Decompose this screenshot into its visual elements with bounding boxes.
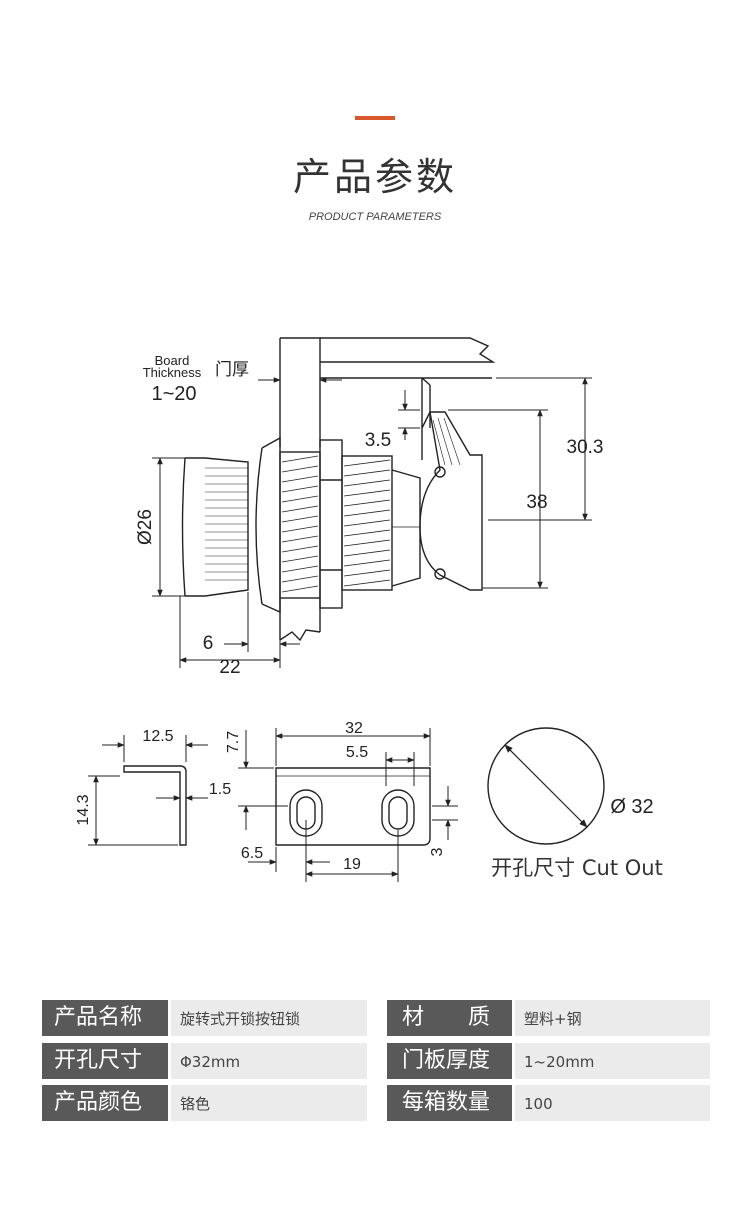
page-title: 产品参数 bbox=[292, 155, 457, 199]
title-accent-bar bbox=[355, 116, 395, 120]
board-label-cn: 门厚 bbox=[215, 360, 249, 380]
cutout-caption: 开孔尺寸 Cut Out bbox=[491, 856, 663, 880]
lock-side-view bbox=[181, 337, 496, 642]
spec-value: 铬色 bbox=[171, 1085, 367, 1121]
dim-3-5: 3.5 bbox=[365, 430, 391, 451]
cutout-diameter: Ø 32 bbox=[610, 796, 653, 818]
spec-row: 产品颜色 铬色 每箱数量 100 bbox=[42, 1085, 710, 1121]
cam-dim-19: 19 bbox=[343, 856, 361, 873]
cam-dim-14-3: 14.3 bbox=[75, 794, 92, 825]
cam-dim-32: 32 bbox=[345, 720, 363, 737]
dim-6: 6 bbox=[203, 633, 214, 654]
board-range: 1~20 bbox=[151, 383, 196, 405]
dim-22: 22 bbox=[219, 657, 240, 678]
cam-dim-5-5: 5.5 bbox=[346, 744, 368, 761]
spec-label: 产品颜色 bbox=[42, 1085, 168, 1121]
lock-dimension-lines bbox=[152, 377, 592, 668]
board-label-en-2: Thickness bbox=[143, 365, 202, 380]
cam-dim-1-5: 1.5 bbox=[209, 781, 231, 798]
cam-dim-6-5: 6.5 bbox=[241, 845, 263, 862]
cam-dim-12-5: 12.5 bbox=[142, 728, 173, 745]
cam-side-view bbox=[123, 765, 187, 846]
spec-label: 每箱数量 bbox=[387, 1085, 512, 1121]
spec-value: 1~20mm bbox=[515, 1043, 710, 1079]
board-label-en-1: Board bbox=[155, 353, 190, 368]
spec-value: 旋转式开锁按钮锁 bbox=[171, 1000, 367, 1036]
dim-30-3: 30.3 bbox=[567, 437, 604, 458]
page-subtitle: PRODUCT PARAMETERS bbox=[308, 211, 442, 223]
spec-label: 产品名称 bbox=[42, 1000, 168, 1036]
spec-row: 产品名称 旋转式开锁按钮锁 材 质 塑料+钢 bbox=[42, 1000, 710, 1036]
cam-side-dimensions bbox=[88, 735, 208, 846]
cam-front-view bbox=[275, 767, 431, 846]
cam-dim-7-7: 7.7 bbox=[225, 731, 242, 753]
spec-label: 材 质 bbox=[387, 1000, 512, 1036]
spec-value: 塑料+钢 bbox=[515, 1000, 710, 1036]
dim-38: 38 bbox=[526, 492, 547, 513]
dim-26: Ø26 bbox=[135, 509, 156, 545]
spec-value: 100 bbox=[515, 1085, 710, 1121]
spec-label: 门板厚度 bbox=[387, 1043, 512, 1079]
cam-dim-3: 3 bbox=[429, 847, 446, 856]
cam-front-dimensions bbox=[238, 728, 458, 882]
cutout-circle bbox=[487, 727, 605, 845]
spec-value: Φ32mm bbox=[171, 1043, 367, 1079]
spec-row: 开孔尺寸 Φ32mm 门板厚度 1~20mm bbox=[42, 1043, 710, 1079]
spec-label: 开孔尺寸 bbox=[42, 1043, 168, 1079]
